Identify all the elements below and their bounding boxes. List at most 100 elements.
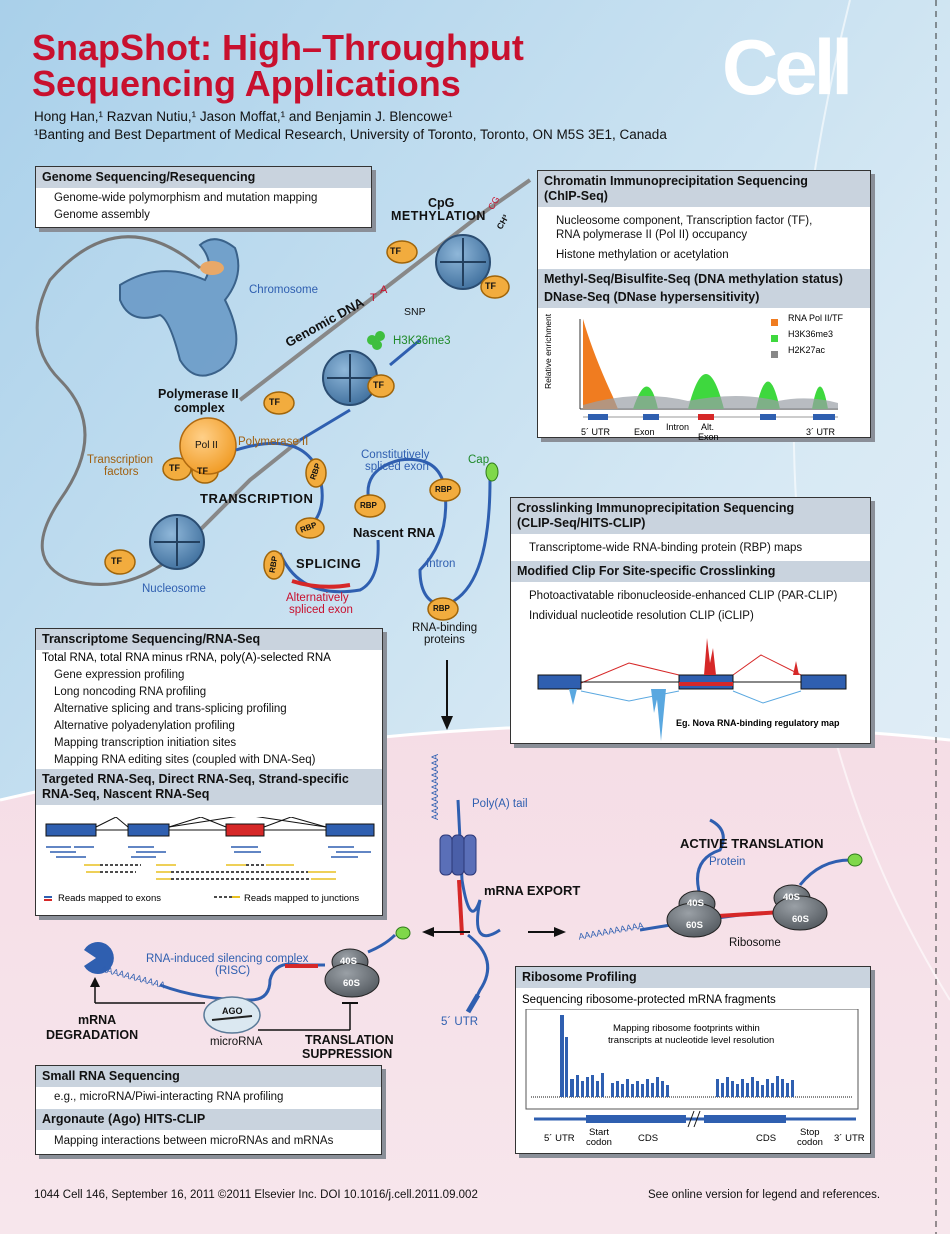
rnaseq-item: Long noncoding RNA profiling bbox=[54, 686, 207, 698]
label-polya-tail: Poly(A) tail bbox=[472, 798, 528, 810]
label-transcription: TRANSCRIPTION bbox=[200, 491, 314, 506]
label-60s: 60S bbox=[343, 978, 360, 989]
chip-legend: RNA Pol II/TF bbox=[788, 313, 844, 323]
rnaseq-sub-line: RNA-Seq, Nascent RNA-Seq bbox=[42, 787, 210, 801]
label-rna-binding: proteins bbox=[424, 634, 465, 646]
label-ribosome: Ribosome bbox=[729, 937, 781, 949]
chromosome-icon bbox=[119, 238, 240, 377]
label-degradation: mRNA bbox=[78, 1013, 117, 1027]
clip-item: Individual nucleotide resolution CLIP (i… bbox=[529, 610, 754, 622]
chip-box: Chromatin Immunoprecipitation Sequencing… bbox=[537, 170, 871, 442]
clip-box: Crosslinking Immunoprecipitation Sequenc… bbox=[510, 497, 871, 744]
chip-ylabel: Relative enrichment bbox=[543, 313, 553, 389]
clip-map bbox=[537, 638, 847, 741]
clip-caption: Eg. Nova RNA-binding regulatory map bbox=[676, 718, 840, 728]
chip-xlabel: Intron bbox=[666, 422, 690, 432]
cell-logo: Cell bbox=[722, 23, 853, 111]
title-line-1: SnapShot: High–Throughput bbox=[32, 27, 524, 68]
label-nascent-rna: Nascent RNA bbox=[353, 525, 436, 540]
clip-sub: Modified Clip For Site-specific Crosslin… bbox=[511, 561, 870, 582]
label-60s: 60S bbox=[686, 920, 703, 931]
rnaseq-header: Transcriptome Sequencing/RNA-Seq bbox=[36, 629, 382, 650]
small-rna-header: Small RNA Sequencing bbox=[36, 1066, 381, 1087]
rnaseq-lead: Total RNA, total RNA minus rRNA, poly(A)… bbox=[42, 652, 331, 664]
footer-note: See online version for legend and refere… bbox=[648, 1189, 881, 1201]
label-constitutive: spliced exon bbox=[365, 461, 429, 473]
small-rna-item: Mapping interactions between microRNAs a… bbox=[54, 1135, 334, 1147]
rnaseq-item: Mapping transcription initiation sites bbox=[54, 737, 237, 749]
label-rbp: RBP bbox=[435, 485, 452, 494]
label-tf: TF bbox=[169, 463, 180, 473]
label-rna-binding: RNA-binding bbox=[412, 622, 478, 634]
chip-sub: Methyl-Seq/Bisulfite-Seq (DNA methylatio… bbox=[538, 269, 870, 308]
label-degradation: DEGRADATION bbox=[46, 1028, 139, 1042]
chip-item: Histone methylation or acetylation bbox=[556, 249, 729, 261]
rnaseq-legend: Reads mapped to exons bbox=[58, 893, 161, 904]
label-pol2-complex: complex bbox=[174, 401, 225, 415]
ribo-inner-text: Mapping ribosome footprints within bbox=[613, 1023, 760, 1034]
ribo-xlabel: Stop bbox=[800, 1127, 820, 1138]
label-microrna: microRNA bbox=[210, 1036, 263, 1048]
chip-xlabel: 3´ UTR bbox=[806, 427, 835, 437]
ribo-xlabel: Start bbox=[589, 1127, 610, 1138]
small-rna-box: Small RNA Sequencing e.g., microRNA/Piwi… bbox=[35, 1065, 382, 1155]
label-polymerase2: Polymerase II bbox=[238, 436, 309, 448]
label-cpg: CpG bbox=[428, 196, 455, 210]
label-methylation: METHYLATION bbox=[391, 209, 486, 223]
label-a: A bbox=[380, 284, 388, 296]
genome-item: Genome-wide polymorphism and mutation ma… bbox=[54, 192, 318, 204]
clip-item: Transcriptome-wide RNA-binding protein (… bbox=[529, 542, 803, 554]
ribo-box: Ribosome Profiling Sequencing ribosome-p… bbox=[515, 966, 871, 1154]
pol2-icon bbox=[179, 417, 237, 475]
label-h3k36me3: H3K36me3 bbox=[393, 335, 451, 347]
label-tf: TF bbox=[269, 397, 280, 407]
ribo-xlabel: codon bbox=[797, 1137, 823, 1148]
ago-icon bbox=[203, 996, 261, 1034]
label-transcription-factors: factors bbox=[104, 466, 139, 478]
rnaseq-sub-line: Targeted RNA-Seq, Direct RNA-Seq, Strand… bbox=[42, 772, 349, 786]
chip-xlabel: Alt. bbox=[701, 422, 715, 432]
nuclear-pore-icon bbox=[439, 834, 477, 876]
ribo-inner-text: transcripts at nucleotide level resoluti… bbox=[608, 1035, 775, 1046]
chip-xlabel: 5´ UTR bbox=[581, 427, 610, 437]
genome-header: Genome Sequencing/Resequencing bbox=[36, 167, 371, 188]
label-60s: 60S bbox=[792, 914, 809, 925]
label-polya-seq: AAAAAAAAAAA bbox=[430, 753, 440, 820]
ribo-xlabel: 5´ UTR bbox=[544, 1133, 575, 1144]
chip-header-line: Chromatin Immunoprecipitation Sequencing bbox=[544, 174, 808, 188]
label-protein: Protein bbox=[709, 856, 746, 868]
rnaseq-box: Transcriptome Sequencing/RNA-Seq Total R… bbox=[35, 628, 383, 916]
rnaseq-item: Mapping RNA editing sites (coupled with … bbox=[54, 754, 316, 766]
label-pol2: Pol II bbox=[195, 440, 218, 451]
label-40s: 40S bbox=[340, 956, 357, 967]
label-alternative: Alternatively bbox=[286, 592, 349, 604]
ribo-header: Ribosome Profiling bbox=[516, 967, 870, 988]
label-constitutive: Constitutively bbox=[361, 449, 430, 461]
chip-item: Nucleosome component, Transcription fact… bbox=[556, 215, 813, 227]
label-active-translation: ACTIVE TRANSLATION bbox=[680, 836, 824, 851]
nucleosome-icon bbox=[149, 234, 491, 570]
chip-enrichment-plot bbox=[579, 315, 858, 420]
label-tf: TF bbox=[197, 466, 208, 476]
label-snp: SNP bbox=[404, 306, 426, 318]
rnaseq-item: Alternative splicing and trans-splicing … bbox=[54, 703, 287, 715]
clip-header: Crosslinking Immunoprecipitation Sequenc… bbox=[511, 498, 870, 534]
rnaseq-item: Alternative polyadenylation profiling bbox=[54, 720, 235, 732]
title-line-2: Sequencing Applications bbox=[32, 63, 461, 104]
chip-header-line: (ChIP-Seq) bbox=[544, 189, 608, 203]
label-chromosome: Chromosome bbox=[249, 284, 319, 296]
label-tf: TF bbox=[373, 380, 384, 390]
label-intron: Intron bbox=[426, 558, 456, 570]
label-t: T bbox=[370, 292, 377, 304]
ribo-xlabel: CDS bbox=[638, 1133, 659, 1144]
page-title: SnapShot: High–Throughput Sequencing App… bbox=[32, 30, 524, 102]
label-transcription-factors: Transcription bbox=[87, 454, 154, 466]
label-tf: TF bbox=[485, 281, 496, 291]
label-risc: RNA-induced silencing complex bbox=[146, 953, 309, 965]
ribo-xlabel: codon bbox=[586, 1137, 612, 1148]
chip-xlabel: Exon bbox=[634, 427, 655, 437]
clip-header-line: Crosslinking Immunoprecipitation Sequenc… bbox=[517, 501, 795, 515]
chip-header: Chromatin Immunoprecipitation Sequencing… bbox=[538, 171, 870, 207]
ribo-xlabel: CDS bbox=[756, 1133, 777, 1144]
